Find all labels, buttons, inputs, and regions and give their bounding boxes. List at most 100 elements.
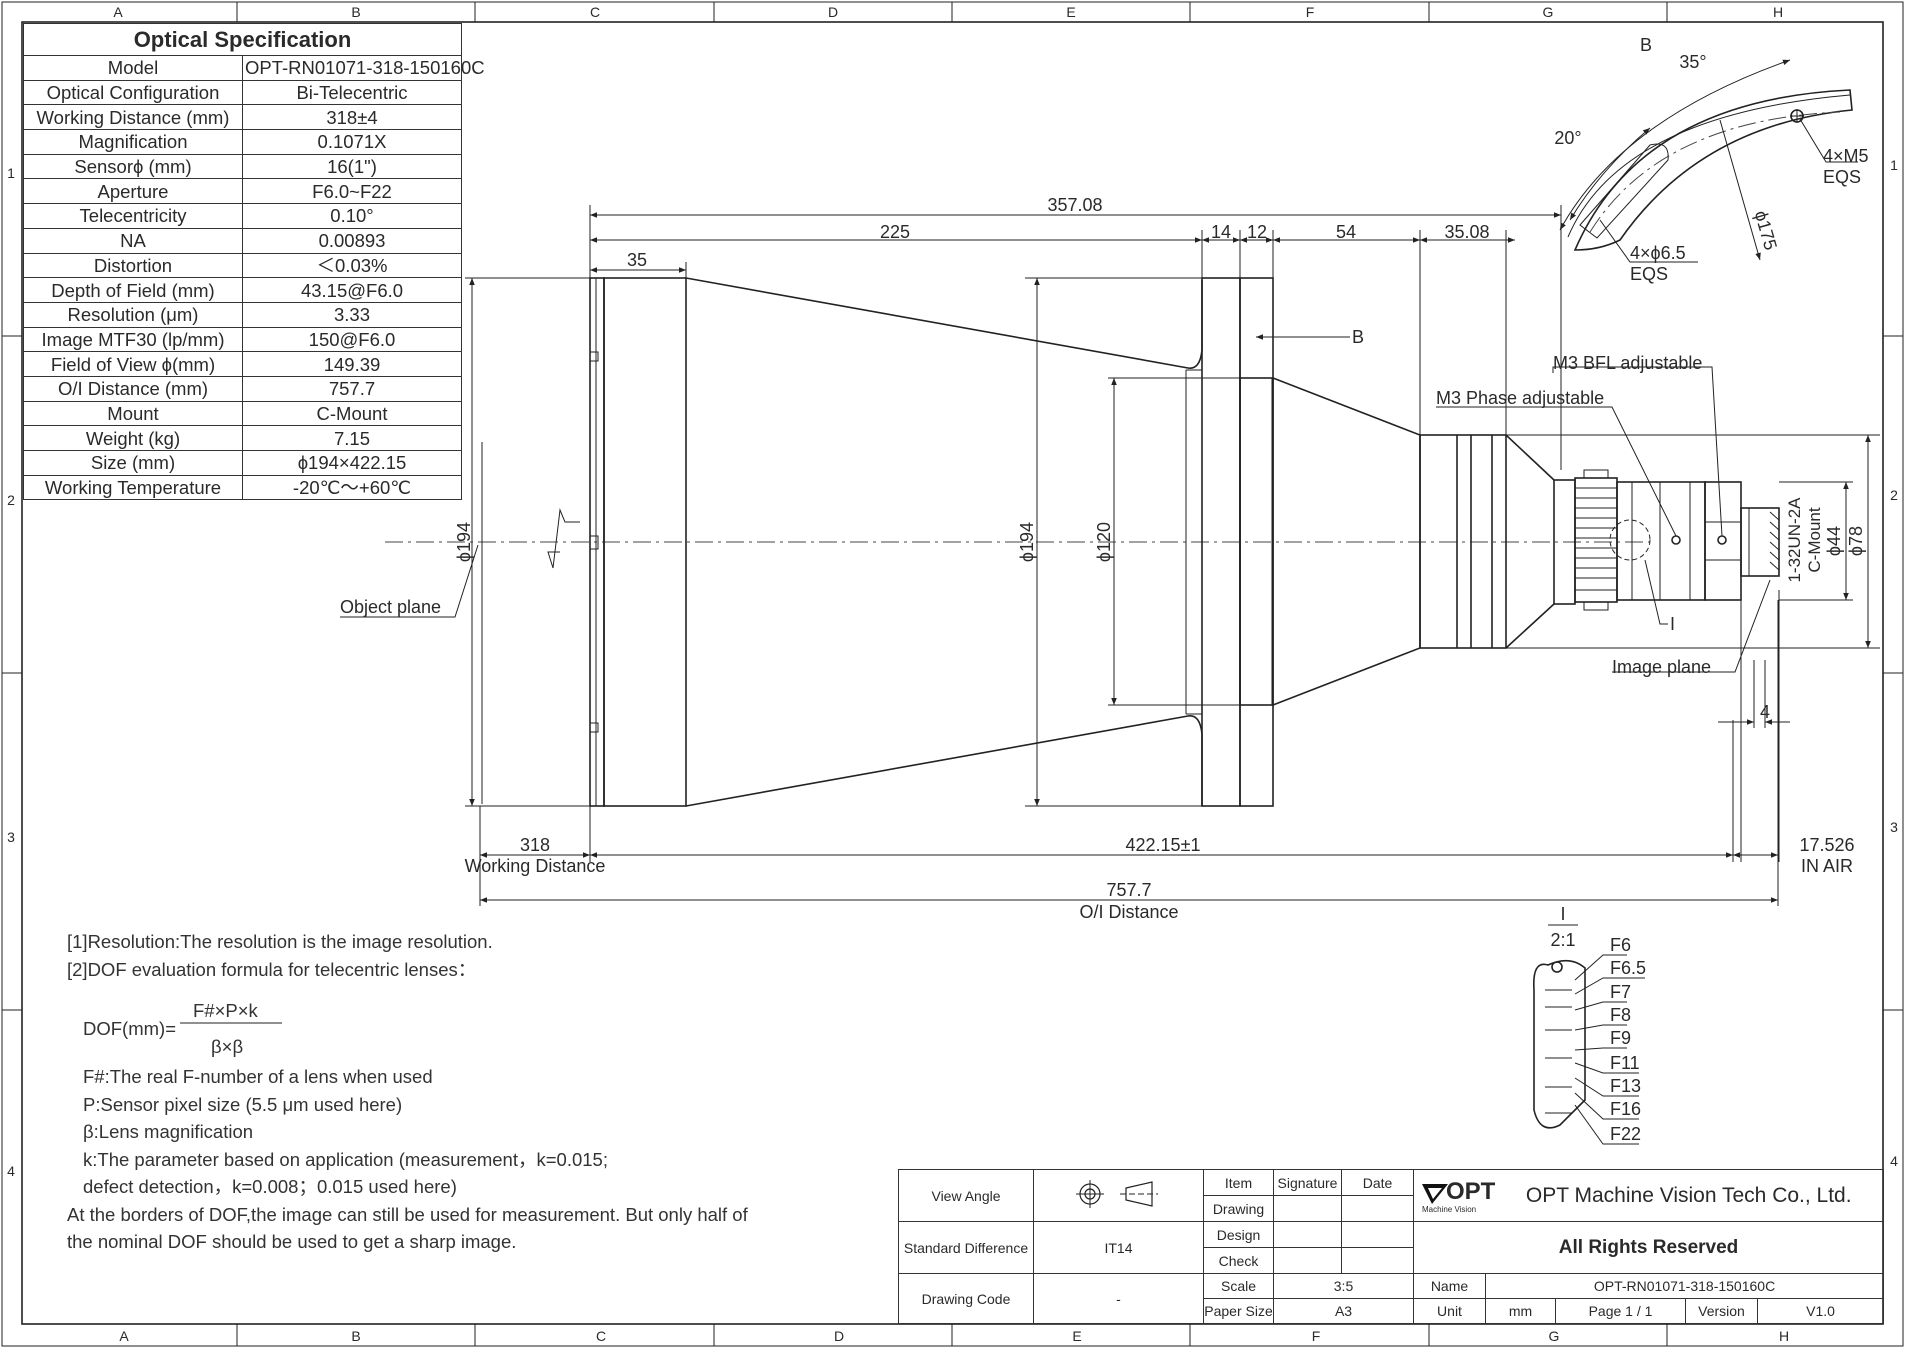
label-m3-bfl: M3 BFL adjustable — [1553, 353, 1702, 373]
note-p: P:Sensor pixel size (5.5 μm used here) — [83, 1093, 403, 1115]
detail-i-stop: F9 — [1610, 1028, 1631, 1048]
label-b-arrow: B — [1352, 327, 1364, 347]
formula-numerator: F#×P×k — [193, 1000, 258, 1021]
spec-value: 7.15 — [242, 425, 462, 451]
dim-14: 14 — [1211, 222, 1231, 242]
rear-collar — [1239, 377, 1274, 706]
tb-check-sig — [1273, 1247, 1342, 1274]
spec-label: Mount — [23, 400, 243, 427]
label-object-plane: Object plane — [340, 597, 441, 617]
spec-label: Working Temperature — [23, 474, 243, 501]
col-label-bottom: G — [1549, 1328, 1560, 1344]
col-label-bottom: F — [1312, 1328, 1321, 1344]
spec-label: Field of View ϕ(mm) — [23, 351, 243, 377]
dim-dia194: ϕ194 — [1017, 522, 1037, 562]
col-label-top: F — [1306, 4, 1315, 20]
dim-dia78: ϕ78 — [1846, 526, 1866, 556]
formula-denominator: β×β — [211, 1036, 244, 1057]
bfl-block — [1704, 481, 1742, 601]
row-label-left: 4 — [7, 1163, 15, 1179]
detail-i-stop: F16 — [1610, 1099, 1641, 1119]
detail-i-stop: F11 — [1610, 1053, 1640, 1073]
view-b-title: B — [1640, 35, 1652, 55]
dim-overall: 357.08 — [1047, 195, 1102, 215]
spec-title: Optical Specification — [23, 23, 462, 56]
spec-row: Resolution (μm)3.33 — [23, 301, 462, 328]
note-beta: β:Lens magnification — [83, 1121, 254, 1142]
spec-row: Image MTF30 (lp/mm)150@F6.0 — [23, 326, 462, 353]
opt-logo: OPT Machine Vision — [1420, 1178, 1516, 1214]
spec-value: 149.39 — [242, 351, 462, 377]
tb-standard-difference: Standard Difference — [898, 1221, 1034, 1274]
row-label-right: 1 — [1890, 157, 1898, 173]
spec-label: Optical Configuration — [23, 79, 243, 106]
note-k2: defect detection，k=0.008；0.015 used here… — [83, 1176, 457, 1197]
spec-label: Distortion — [23, 252, 243, 279]
company-name: OPT Machine Vision Tech Co., Ltd. — [1525, 1183, 1852, 1207]
logo-mark-icon — [1422, 1183, 1448, 1204]
spec-label: Sensorϕ (mm) — [23, 153, 243, 180]
tb-drawing: Drawing — [1203, 1195, 1274, 1222]
spec-label: Depth of Field (mm) — [23, 277, 243, 303]
spec-value: 150@F6.0 — [242, 326, 462, 353]
dimensions: 357.08 225 14 12 54 35.08 35 ϕ194 ϕ194 ϕ… — [454, 195, 1880, 922]
col-label-top: G — [1543, 4, 1554, 20]
detail-i-body — [1532, 959, 1586, 1129]
dim-in-air-label: IN AIR — [1801, 856, 1853, 876]
tb-signature: Signature — [1273, 1169, 1342, 1196]
spec-value: 0.00893 — [242, 227, 462, 254]
dim-54: 54 — [1336, 222, 1356, 242]
dim-oi: 757.7 — [1106, 880, 1151, 900]
dim-dia44: ϕ44 — [1824, 526, 1844, 556]
dim-thread: 1-32UN-2A — [1785, 497, 1804, 583]
col-label-bottom: D — [834, 1328, 844, 1344]
col-label-bottom: A — [119, 1328, 129, 1344]
lens-body — [481, 277, 1780, 807]
detail-i-stop: F7 — [1610, 982, 1631, 1002]
front-barrel — [603, 277, 687, 807]
spec-value: 43.15@F6.0 — [242, 277, 462, 303]
projection-icon — [1075, 1180, 1158, 1208]
tb-design-date — [1341, 1221, 1414, 1248]
spec-value: ϕ194×422.15 — [242, 450, 462, 476]
view-b-m5: 4×M5 — [1823, 146, 1869, 166]
dim-35: 35 — [627, 250, 647, 270]
spec-label: Working Distance (mm) — [23, 104, 243, 131]
tb-std-value: IT14 — [1033, 1221, 1204, 1274]
detail-i-title: I — [1560, 904, 1565, 924]
dim-body: 422.15±1 — [1126, 835, 1201, 855]
tb-check: Check — [1203, 1247, 1274, 1274]
view-b: B 35° 20° 4×M5 EQS 4×ϕ6.5 EQS ϕ175 — [1554, 35, 1868, 284]
projection-symbol — [1033, 1169, 1204, 1222]
spec-row: Size (mm)ϕ194×422.15 — [23, 450, 462, 476]
tb-design-sig — [1273, 1221, 1342, 1248]
detail-i-stop: F8 — [1610, 1005, 1631, 1025]
c-mount — [1740, 507, 1780, 577]
view-b-eqs2: EQS — [1630, 264, 1668, 284]
detail-i-stop: F6.5 — [1610, 958, 1646, 978]
tb-paper-value: A3 — [1273, 1298, 1414, 1324]
tb-page: Page 1 / 1 — [1555, 1298, 1686, 1324]
title-block: View Angle Item Signature Date OPT Machi… — [898, 1169, 1885, 1324]
bfl-screw — [1717, 535, 1727, 545]
tb-code-value: - — [1033, 1273, 1204, 1324]
row-label-left: 2 — [7, 492, 15, 508]
dim-dia120: ϕ120 — [1094, 522, 1114, 562]
tb-check-date — [1341, 1247, 1414, 1274]
detail-i: I 2:1 F6 F6.5 F7 F8 F — [1532, 904, 1646, 1145]
spec-value: 0.1071X — [242, 129, 462, 155]
label-i: I — [1670, 614, 1675, 634]
col-label-top: H — [1773, 4, 1783, 20]
tb-name-value: OPT-RN01071-318-150160C — [1484, 1273, 1885, 1299]
spec-label: Resolution (μm) — [23, 301, 243, 328]
dof-formula: DOF(mm)= F#×P×k β×β — [67, 983, 748, 1057]
spec-value: 0.10° — [242, 203, 462, 229]
spec-label: Size (mm) — [23, 450, 243, 476]
spec-value: 3.33 — [242, 301, 462, 328]
col-label-top: B — [351, 4, 360, 20]
phase-screw — [1671, 535, 1681, 545]
